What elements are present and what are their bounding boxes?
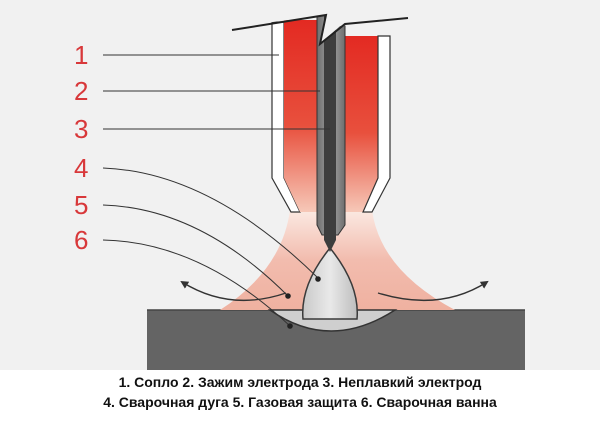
nozzle-right-wall xyxy=(362,35,391,213)
diagram-stage: 1 2 3 4 5 6 xyxy=(0,0,600,370)
nozzle-left-body xyxy=(284,20,317,212)
nozzle-right-body xyxy=(345,36,378,212)
legend-line-1: 1. Сопло 2. Зажим электрода 3. Неплавкий… xyxy=(118,374,482,390)
leader-line-6 xyxy=(102,239,291,327)
legend: 1. Сопло 2. Зажим электрода 3. Неплавкий… xyxy=(0,372,600,412)
welding-arc xyxy=(301,246,359,320)
leader-line-4 xyxy=(102,167,319,279)
label-number-3: 3 xyxy=(74,114,88,144)
leader-line-5 xyxy=(102,204,289,297)
label-dot-4 xyxy=(315,276,321,282)
welding-diagram: 1 2 3 4 5 6 xyxy=(74,0,525,370)
label-number-4: 4 xyxy=(74,153,88,183)
weld-pool xyxy=(267,309,398,332)
label-dot-6 xyxy=(287,323,293,329)
break-line xyxy=(231,13,409,47)
break-cover xyxy=(228,0,410,44)
legend-line-2: 4. Сварочная дуга 5. Газовая защита 6. С… xyxy=(103,394,497,410)
gas-flow-arrow-left xyxy=(180,280,287,302)
label-number-2: 2 xyxy=(74,76,88,106)
label-number-6: 6 xyxy=(74,225,88,255)
tungsten-electrode xyxy=(324,14,336,252)
label-number-5: 5 xyxy=(74,190,88,220)
gas-flow-arrow-right xyxy=(377,280,489,302)
label-dot-5 xyxy=(285,293,291,299)
label-number-1: 1 xyxy=(74,40,88,70)
